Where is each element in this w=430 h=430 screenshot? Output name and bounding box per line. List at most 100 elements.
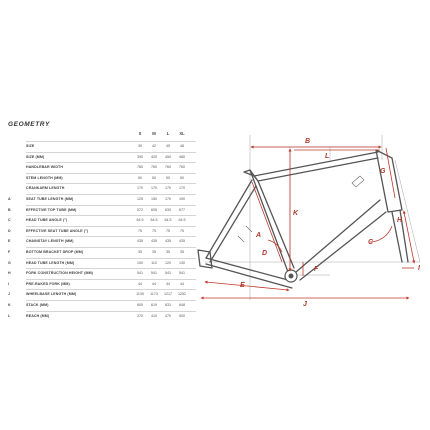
row-code: L	[8, 313, 11, 318]
row-code: F	[8, 250, 11, 254]
label-i: I	[418, 265, 421, 272]
cell-xl: 541	[179, 271, 185, 276]
cell-s: 39	[138, 144, 142, 148]
cell-m: 110	[151, 260, 157, 265]
row-label: SIZE (MM)	[26, 154, 45, 159]
cell-m: 541	[151, 271, 157, 276]
size-header-s: S	[138, 131, 142, 136]
cell-l: 1217	[164, 292, 172, 297]
cell-m: 44	[152, 281, 156, 286]
row-label: PRE-RAKED FORK (MM)	[26, 281, 70, 286]
cell-xl: 648	[179, 303, 185, 307]
row-label: WHEELBASE LENGTH (MM)	[26, 292, 77, 297]
cell-l: 35	[166, 250, 170, 254]
cell-m: 435	[151, 239, 157, 244]
label-b: B	[305, 138, 310, 145]
cell-l: 64.5	[164, 218, 172, 223]
cell-m: 1173	[150, 292, 158, 297]
row-code: K	[8, 303, 11, 307]
cell-l: 760	[165, 165, 171, 170]
row-divider	[26, 247, 196, 248]
cell-s: 125	[137, 197, 143, 201]
geometry-title: GEOMETRY	[8, 121, 50, 128]
cell-xl: 480	[179, 154, 185, 159]
cell-s: 50	[138, 175, 142, 180]
dimension-lines	[200, 145, 416, 300]
row-code: B	[8, 207, 11, 212]
row-divider	[26, 310, 196, 312]
cell-m: 170	[151, 186, 157, 191]
cell-m: 50	[152, 175, 156, 180]
cell-s: 541	[137, 271, 143, 276]
cell-m: 35	[152, 250, 156, 254]
row-label: HANDLEBAR WIDTH	[26, 165, 64, 170]
row-divider	[26, 289, 196, 291]
row-code: G	[8, 260, 11, 265]
label-d: D	[262, 250, 267, 257]
cell-xl: 1252	[178, 292, 186, 297]
cell-s: 170	[137, 186, 143, 191]
row-divider	[26, 172, 196, 174]
row-code: I	[8, 281, 9, 286]
cell-l: 75	[166, 228, 170, 233]
row-label: FORK CONSTRUCTION HEIGHT (MM)	[26, 271, 93, 276]
cell-l: 50	[166, 175, 170, 180]
row-label: CHAINSTAY LENGTH (MM)	[26, 239, 74, 244]
row-label: STEM LENGTH (MM)	[26, 175, 63, 180]
cell-xl: 677	[179, 207, 185, 212]
cell-xl: 48	[180, 144, 184, 148]
cell-s: 572	[137, 207, 143, 212]
cell-l: 631	[165, 303, 171, 307]
row-label: SEAT TUBE LENGTH (MM)	[26, 197, 74, 201]
row-divider	[26, 151, 196, 153]
cell-s: 370	[137, 313, 143, 318]
row-divider	[26, 268, 196, 270]
label-k: K	[293, 210, 299, 217]
row-code: H	[8, 271, 11, 276]
row-label: REACH (MM)	[26, 313, 50, 318]
cell-xl: 35	[180, 250, 184, 254]
label-f: F	[314, 266, 319, 273]
cell-l: 541	[165, 271, 171, 276]
cell-m: 760	[151, 165, 157, 170]
cell-s: 1139	[136, 292, 144, 297]
cell-s: 390	[137, 154, 143, 159]
label-l: L	[325, 153, 329, 160]
row-label: HEAD TUBE ANGLE (°)	[26, 218, 68, 223]
cell-xl: 75	[180, 228, 184, 233]
row-label: SIZE	[26, 144, 35, 148]
cell-l: 470	[165, 313, 171, 318]
row-divider	[26, 236, 196, 238]
cell-xl: 500	[179, 313, 185, 318]
row-divider	[26, 257, 196, 259]
row-divider	[26, 300, 196, 301]
row-label: STACK (MM)	[26, 303, 49, 307]
cell-s: 35	[138, 250, 142, 254]
cell-s: 760	[137, 165, 143, 170]
cell-l: 170	[165, 186, 171, 191]
cell-m: 75	[152, 228, 156, 233]
label-e: E	[240, 282, 245, 289]
label-g: G	[380, 168, 386, 175]
cell-l: 435	[165, 239, 171, 244]
cell-xl: 130	[179, 260, 185, 265]
row-label: EFFECTIVE TOP TUBE (MM)	[26, 207, 77, 212]
row-divider	[26, 215, 196, 217]
cell-l: 120	[165, 260, 171, 265]
row-code: A	[8, 197, 11, 201]
row-divider	[26, 141, 196, 142]
cell-s: 44	[138, 281, 142, 286]
